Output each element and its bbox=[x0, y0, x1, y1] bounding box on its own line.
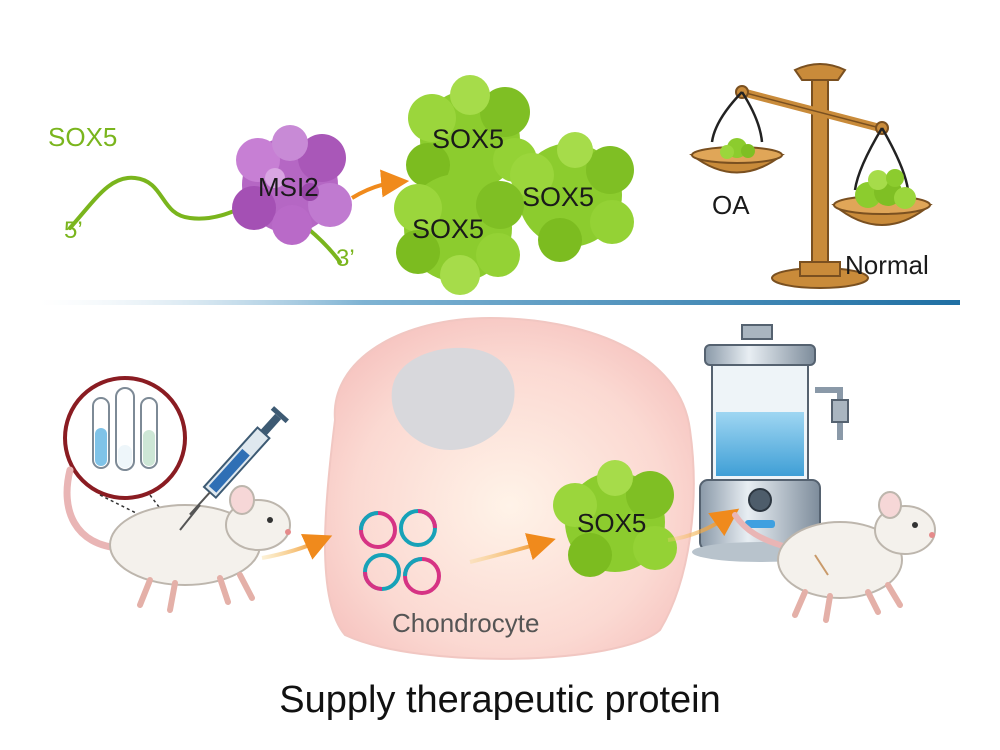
sox5-label-a: SOX5 bbox=[432, 124, 504, 154]
three-prime-label: 3’ bbox=[336, 245, 355, 272]
syringe-icon bbox=[179, 406, 289, 531]
oa-label: OA bbox=[712, 190, 750, 220]
test-tube-icon bbox=[63, 376, 187, 500]
chondrocyte-label: Chondrocyte bbox=[392, 608, 539, 638]
msi2-label: MSI2 bbox=[258, 172, 319, 202]
sox5-protein-a bbox=[406, 75, 537, 190]
sox5-label-b: SOX5 bbox=[412, 214, 484, 244]
five-prime-label: 5’ bbox=[64, 217, 83, 244]
arrow-expression bbox=[469, 533, 556, 564]
arrow-translation bbox=[350, 169, 410, 200]
cell-nucleus bbox=[391, 347, 515, 450]
sox5-label-c: SOX5 bbox=[522, 182, 594, 212]
mrna-label: SOX5 bbox=[48, 122, 117, 152]
oa-pan-protein bbox=[720, 138, 755, 159]
arrow-cell-to-reactor bbox=[667, 508, 740, 542]
mouse-icon-left bbox=[63, 466, 291, 613]
msi2-protein bbox=[232, 125, 352, 245]
plasmid-icon bbox=[359, 509, 441, 595]
caption: Supply therapeutic protein bbox=[279, 679, 721, 721]
sox5-protein-b bbox=[394, 174, 524, 295]
normal-pan-protein bbox=[855, 169, 916, 209]
mouse-icon-right bbox=[732, 491, 936, 623]
cell-sox5-protein bbox=[553, 460, 677, 577]
cell-sox5-label: SOX5 bbox=[577, 508, 646, 538]
section-divider bbox=[40, 300, 960, 305]
arrow-mouse-to-cell bbox=[261, 534, 333, 560]
sox5-protein-c bbox=[510, 132, 634, 262]
normal-label: Normal bbox=[845, 250, 929, 280]
